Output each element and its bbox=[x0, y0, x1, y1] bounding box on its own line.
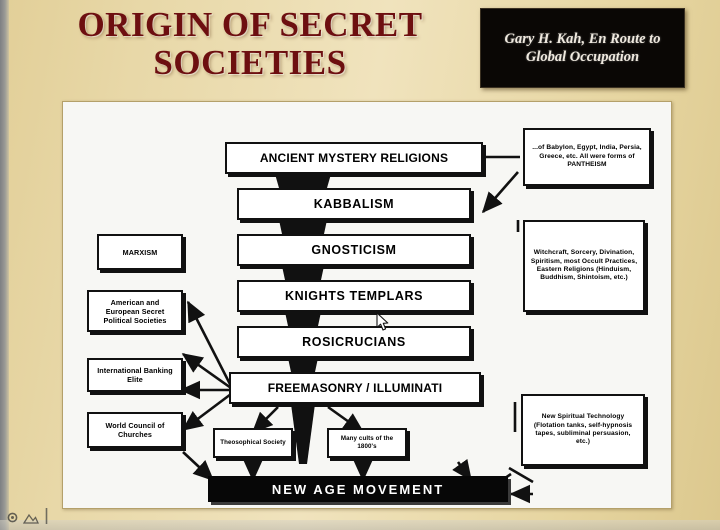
spine-label: FREEMASONRY / ILLUMINATI bbox=[267, 381, 443, 395]
spine-box-ancient-mystery-religions[interactable]: ANCIENT MYSTERY RELIGIONS bbox=[225, 142, 483, 174]
mouse-cursor-icon bbox=[376, 312, 389, 331]
right-note-label: New Spiritual Technology (Flotation tank… bbox=[533, 413, 633, 446]
spine-box-gnosticism[interactable]: GNOSTICISM bbox=[237, 234, 471, 266]
terminal-label: NEW AGE MOVEMENT bbox=[271, 481, 445, 497]
viewer-chrome[interactable] bbox=[6, 508, 50, 524]
slide-bottom-edge bbox=[0, 520, 720, 530]
left-box-international-banking-elite[interactable]: International Banking Elite bbox=[87, 358, 183, 392]
lower-box-many-cults[interactable]: Many cults of the 1800's bbox=[327, 428, 407, 458]
lower-box-label: Many cults of the 1800's bbox=[340, 435, 394, 450]
citation-plaque: Gary H. Kah, En Route to Global Occupati… bbox=[480, 8, 685, 88]
spine-label: ROSICRUCIANS bbox=[302, 335, 406, 349]
spine-box-knights-templars[interactable]: KNIGHTS TEMPLARS bbox=[237, 280, 471, 312]
left-box-marxism[interactable]: MARXISM bbox=[97, 234, 183, 270]
terminal-box-new-age-movement[interactable]: NEW AGE MOVEMENT bbox=[208, 476, 508, 502]
lower-box-label: Theosophical Society bbox=[220, 439, 286, 446]
left-box-label: MARXISM bbox=[122, 247, 158, 257]
citation-text: Gary H. Kah, En Route to Global Occupati… bbox=[504, 31, 661, 65]
lower-box-theosophical-society[interactable]: Theosophical Society bbox=[213, 428, 293, 458]
spine-label: ANCIENT MYSTERY RELIGIONS bbox=[259, 151, 449, 165]
gear-icon[interactable] bbox=[6, 511, 19, 524]
slide-left-edge bbox=[0, 0, 9, 530]
right-note-pantheism[interactable]: ...of Babylon, Egypt, India, Persia, Gre… bbox=[523, 128, 651, 186]
right-note-new-spiritual-technology[interactable]: New Spiritual Technology (Flotation tank… bbox=[521, 394, 645, 466]
spine-box-kabbalism[interactable]: KABBALISM bbox=[237, 188, 471, 220]
left-box-label: International Banking Elite bbox=[97, 366, 173, 384]
right-note-label: Witchcraft, Sorcery, Divination, Spiriti… bbox=[530, 249, 638, 282]
spine-box-rosicrucians[interactable]: ROSICRUCIANS bbox=[237, 326, 471, 358]
right-note-label: ...of Babylon, Egypt, India, Persia, Gre… bbox=[532, 144, 642, 169]
page-title: ORIGIN OF SECRET SOCIETIES bbox=[77, 5, 423, 82]
image-icon[interactable] bbox=[23, 512, 39, 524]
diagram-panel: ANCIENT MYSTERY RELIGIONS KABBALISM GNOS… bbox=[62, 101, 672, 509]
spine-label: KNIGHTS TEMPLARS bbox=[284, 289, 424, 303]
right-note-occult-practices[interactable]: Witchcraft, Sorcery, Divination, Spiriti… bbox=[523, 220, 645, 312]
left-box-label: American and European Secret Political S… bbox=[103, 297, 167, 325]
left-box-world-council-of-churches[interactable]: World Council of Churches bbox=[87, 412, 183, 448]
left-box-label: World Council of Churches bbox=[105, 421, 165, 439]
spine-label: GNOSTICISM bbox=[311, 243, 397, 257]
spine-label: KABBALISM bbox=[313, 197, 395, 211]
spine-box-freemasonry-illuminati[interactable]: FREEMASONRY / ILLUMINATI bbox=[229, 372, 481, 404]
diagram-canvas: ANCIENT MYSTERY RELIGIONS KABBALISM GNOS… bbox=[63, 102, 671, 508]
left-box-secret-political-societies[interactable]: American and European Secret Political S… bbox=[87, 290, 183, 332]
divider-icon bbox=[45, 508, 48, 524]
